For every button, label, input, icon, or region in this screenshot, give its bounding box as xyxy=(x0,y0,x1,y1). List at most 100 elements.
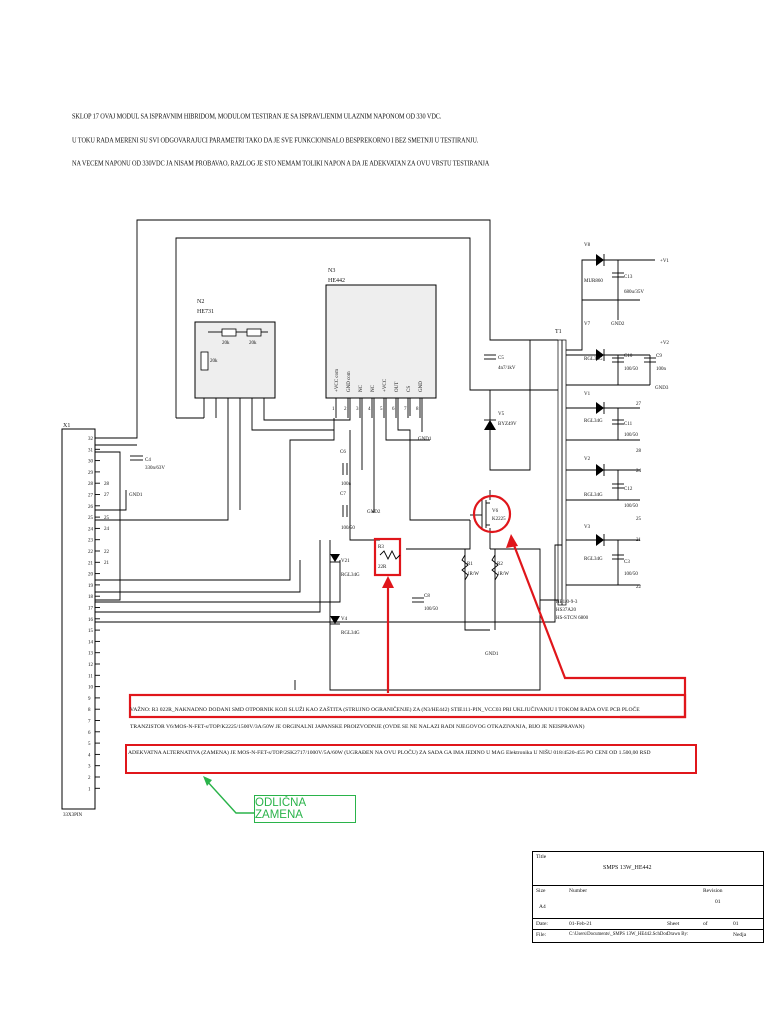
x1-pin-28: 28 xyxy=(88,482,94,487)
component-r3: R3 22R xyxy=(373,537,402,577)
tb-file: C:\Users\Documents\_SMPS 13W_HE442.SchDo… xyxy=(569,932,668,937)
t1-part-a: HE1/0-9-3 xyxy=(556,600,578,605)
n3-pin-number: 8 xyxy=(416,407,419,412)
x1-pin-26: 26 xyxy=(88,505,94,510)
tb-title: SMPS 13W_HE442 xyxy=(603,865,652,871)
c4-ref: C4 xyxy=(145,458,151,463)
n2-r1: 20k xyxy=(222,341,230,346)
x1-pin-4: 4 xyxy=(88,753,91,758)
x1-pin-18: 18 xyxy=(88,595,94,600)
odlicna-zamena-label: ODLIČNA ZAMENA xyxy=(254,795,356,823)
note-line-1: SKLOP 17 OVAJ MODUL SA ISPRAVNIM HIBRIDO… xyxy=(72,113,442,121)
component-c7: C7 100/50 GND2 xyxy=(340,492,381,531)
tb-sheet-label: Sheet xyxy=(667,921,680,927)
tb-size: A4 xyxy=(539,904,546,910)
red-annotations xyxy=(128,534,687,719)
x1-pin-30: 30 xyxy=(88,460,94,465)
t1-ref: T1 xyxy=(555,329,562,335)
x1-pin-14: 14 xyxy=(88,640,94,645)
v2-part: RGL34G xyxy=(584,493,603,498)
tb-title-label: Title xyxy=(536,854,547,860)
c4-value: 330n/63V xyxy=(145,466,165,471)
tb-sheet-total: 01 xyxy=(733,921,739,927)
n3-pin-label: +VCC com xyxy=(335,369,340,392)
out-21: 21 xyxy=(636,538,642,543)
alternativa-box xyxy=(125,744,697,774)
x1-pin-9: 9 xyxy=(88,697,91,702)
gnd-out: GND2 xyxy=(611,322,625,327)
connector-x1: X1 33X3PIN 32313029282726252423222120191… xyxy=(61,423,110,818)
out-v2: +V2 xyxy=(660,341,669,346)
c10-value: 100/50 xyxy=(624,367,638,372)
v21-ref: V21 xyxy=(341,559,350,564)
c11-value: 100/50 xyxy=(624,433,638,438)
t1-part-c: HS-STCN 6800 xyxy=(556,616,589,621)
v1-part: RGL34G xyxy=(584,419,603,424)
x1-pin-13: 13 xyxy=(88,652,94,657)
x1-ref: X1 xyxy=(63,423,70,429)
r2-value: 1R/W xyxy=(497,572,509,577)
x1-pin-7: 7 xyxy=(88,720,91,725)
v3-part: RGL34G xyxy=(584,557,603,562)
wires xyxy=(95,219,562,691)
note-line-2: U TOKU RADA MERENI SU SVI ODGOVARAJUCI P… xyxy=(72,137,479,145)
x1-pin-31: 31 xyxy=(88,448,94,453)
c6-value: 100n xyxy=(341,482,352,487)
c3-ref: C3 xyxy=(624,560,630,565)
x1-side-22: 22 xyxy=(104,550,110,555)
r1-value: 1R/W xyxy=(467,572,479,577)
title-block: Title SMPS 13W_HE442 Size Number Revisio… xyxy=(532,851,764,943)
v21-part: RGL34G xyxy=(341,573,360,578)
v5-ref: V5 xyxy=(498,412,505,417)
c9-value: 100n xyxy=(656,367,667,372)
n3-ref: N3 xyxy=(328,268,335,274)
tb-date: 01-Feb-21 xyxy=(569,921,592,927)
x1-pin-8: 8 xyxy=(88,708,91,713)
x1-pin-20: 20 xyxy=(88,573,94,578)
x1-pin-21: 21 xyxy=(88,561,94,566)
x1-pin-10: 10 xyxy=(88,686,94,691)
n3-pin-number: 2 xyxy=(344,407,347,412)
out-v1: +V1 xyxy=(660,259,669,264)
component-c6: C6 100n xyxy=(340,450,352,487)
c6-ref: C6 xyxy=(340,450,346,455)
ic-n2: N2 HE731 20k 20k 20k xyxy=(194,299,276,418)
x1-pin-1: 1 xyxy=(88,787,91,792)
note-line-3: NA VECEM NAPONU OD 330VDC JA NISAM PROBA… xyxy=(72,160,490,168)
n2-r3: 20k xyxy=(210,359,218,364)
note-vazno-line1: VAŽNO: R3 022R_NAKNADNO DODANI SMD OTPOR… xyxy=(130,707,640,713)
n2-r2: 20k xyxy=(249,341,257,346)
note-alternativa: ADEKVATNA ALTERNATIVA (ZAMENA) JE MOS-N-… xyxy=(128,750,651,756)
gnd-c7: GND2 xyxy=(367,510,381,515)
x1-pin-15: 15 xyxy=(88,629,94,634)
x1-pin-29: 29 xyxy=(88,471,94,476)
x1-pin-22: 22 xyxy=(88,550,94,555)
c5-value: 4n7/1kV xyxy=(498,366,516,371)
n3-pin-label: NC xyxy=(359,384,364,392)
v7-part: RGL34G xyxy=(584,357,603,362)
x1-side-24: 24 xyxy=(104,527,110,532)
component-v5: V5 BYZ49V xyxy=(484,412,517,430)
component-v21: V21 RGL34G xyxy=(330,554,360,578)
n3-pin-label: +VCC xyxy=(383,378,388,392)
x1-pin-16: 16 xyxy=(88,618,94,623)
arrow-r3-icon xyxy=(382,576,394,588)
tb-drawn-by: Nedja xyxy=(733,932,747,938)
n2-ref: N2 xyxy=(197,299,204,305)
x1-pin-6: 6 xyxy=(88,731,91,736)
n3-pin-number: 6 xyxy=(392,407,395,412)
x1-pin-19: 19 xyxy=(88,584,94,589)
component-v4: V4 RGL34G xyxy=(330,616,360,636)
c3-value: 100/50 xyxy=(624,572,638,577)
tb-revision-label: Revision xyxy=(703,888,723,894)
c13-ref: C13 xyxy=(624,275,633,280)
vazno-box xyxy=(128,693,687,719)
out-24: 24 xyxy=(636,469,642,474)
c5-ref: C5 xyxy=(498,356,504,361)
out-27: 27 xyxy=(636,402,642,407)
x1-pin-17: 17 xyxy=(88,607,94,612)
tb-file-label: File: xyxy=(536,932,547,938)
